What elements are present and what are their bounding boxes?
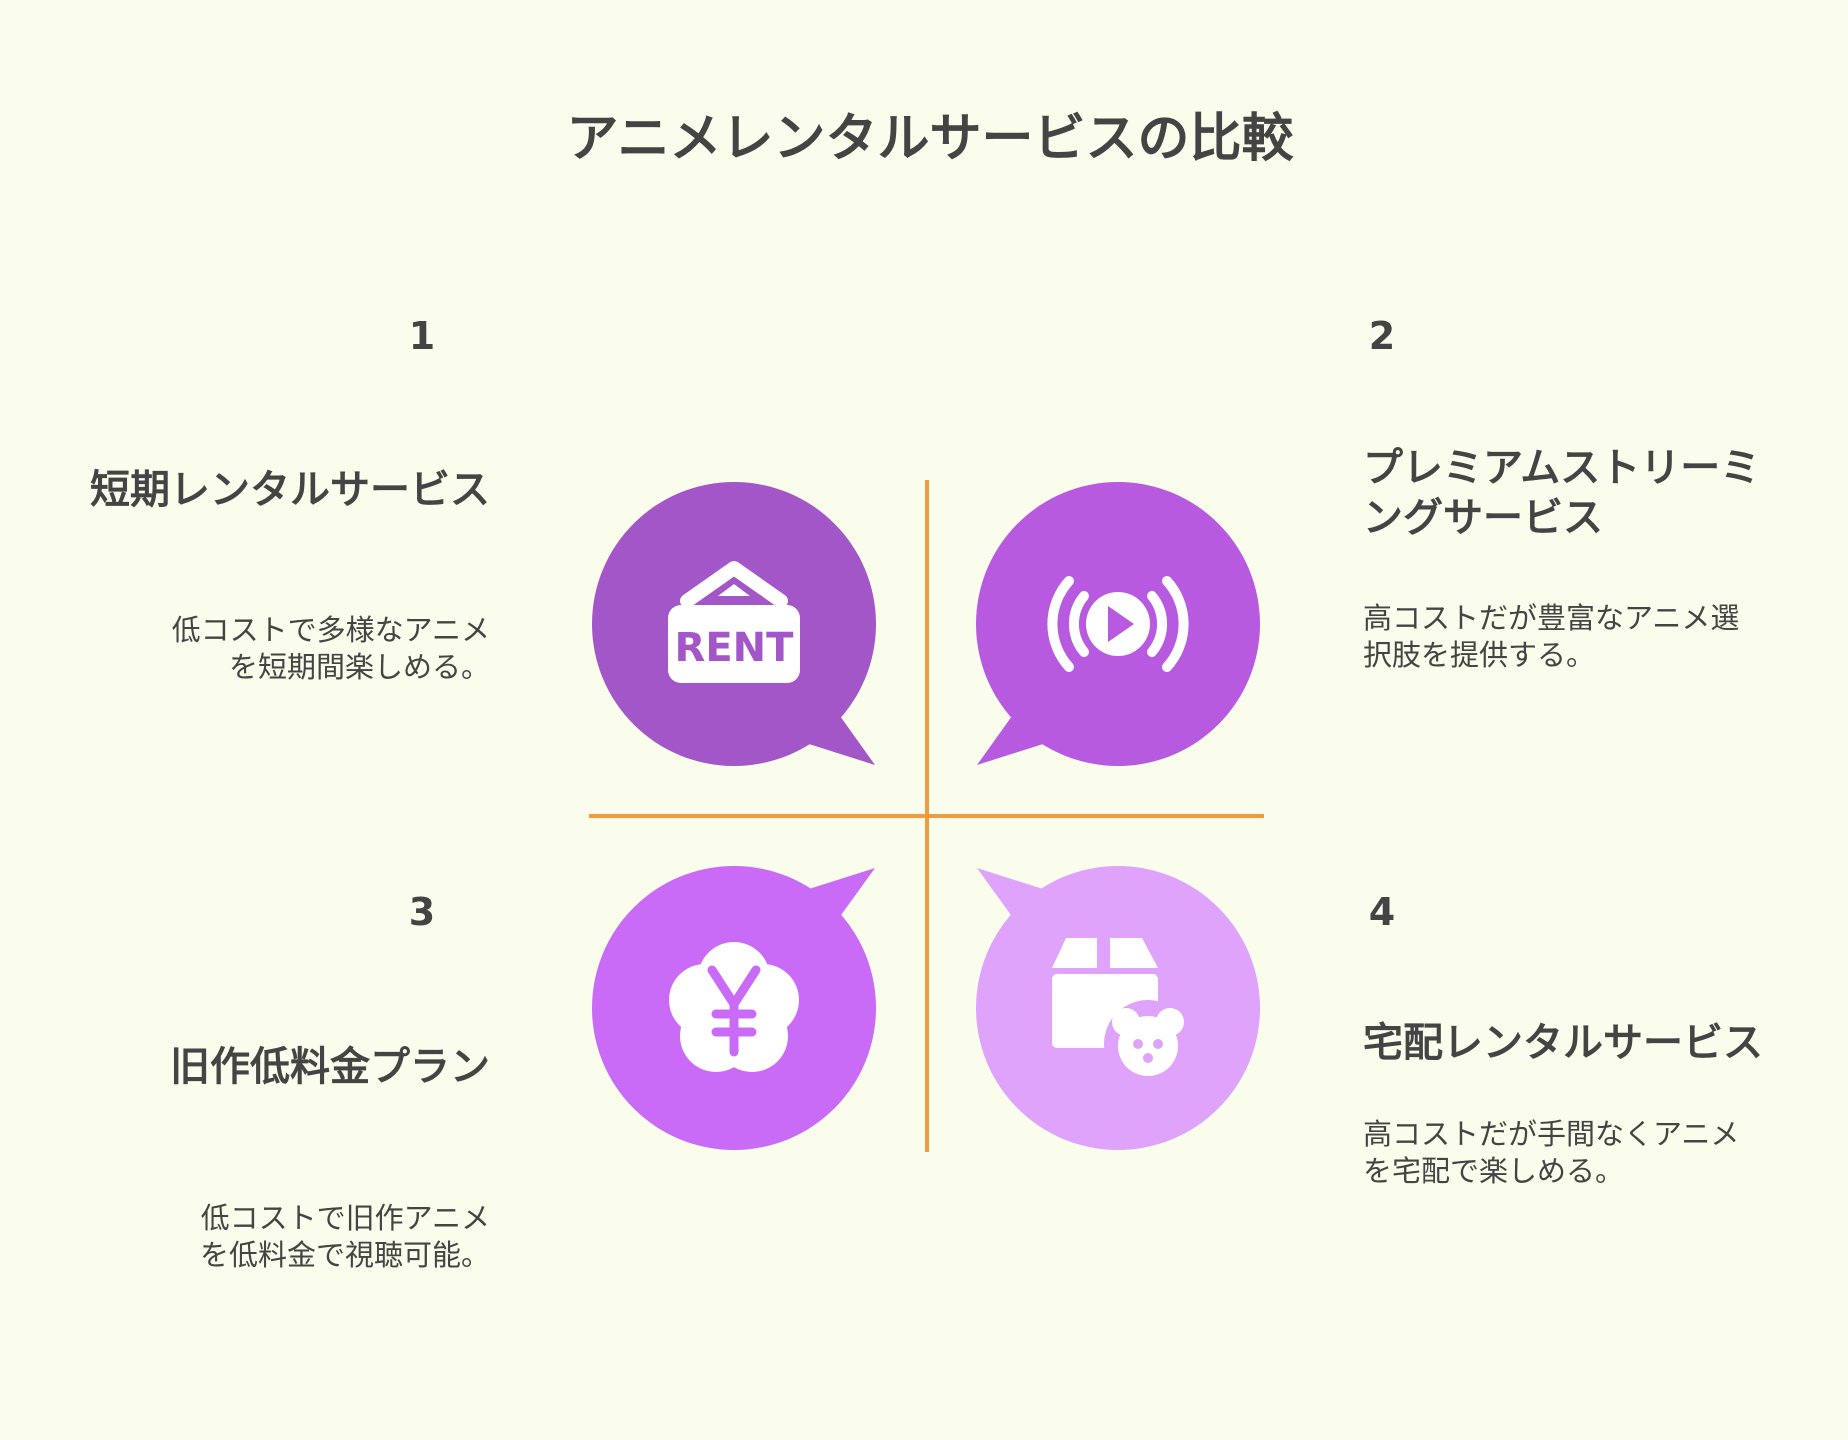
quadrant-1-heading: 短期レンタルサービス: [90, 467, 490, 513]
rent-icon-text: RENT: [675, 625, 795, 671]
quadrant-1-number: 1: [408, 314, 436, 358]
quadrant-3-bubble: [592, 866, 876, 1150]
rent-sign-icon: RENT: [668, 561, 800, 683]
quadrant-3-description: 低コストで旧作アニメを低料金で視聴可能。: [199, 1201, 490, 1272]
quadrant-3-heading: 旧作低料金プラン: [170, 1044, 490, 1090]
quadrant-2-number: 2: [1368, 314, 1396, 358]
quadrant-4-description: 高コストだが手間なくアニメを宅配で楽しめる。: [1363, 1117, 1740, 1188]
yen-flower-icon: [669, 942, 799, 1072]
quadrant-3-number: 3: [408, 890, 436, 934]
quadrant-2-bubble: [976, 482, 1260, 766]
page-title: アニメレンタルサービスの比較: [566, 109, 1294, 169]
quadrant-4-heading: 宅配レンタルサービス: [1363, 1020, 1763, 1066]
quadrant-2-heading: プレミアムストリーミングサービス: [1363, 445, 1761, 541]
quadrant-1-bubble: RENT: [592, 482, 876, 766]
quadrant-1-description: 低コストで多様なアニメを短期間楽しめる。: [171, 613, 490, 684]
toy-box-delivery-icon: [1052, 938, 1192, 1088]
quadrant-4-bubble: [976, 866, 1260, 1150]
quadrant-4-number: 4: [1368, 890, 1396, 934]
quadrant-2-description: 高コストだが豊富なアニメ選択肢を提供する。: [1363, 601, 1740, 672]
streaming-play-icon: [1047, 576, 1189, 672]
